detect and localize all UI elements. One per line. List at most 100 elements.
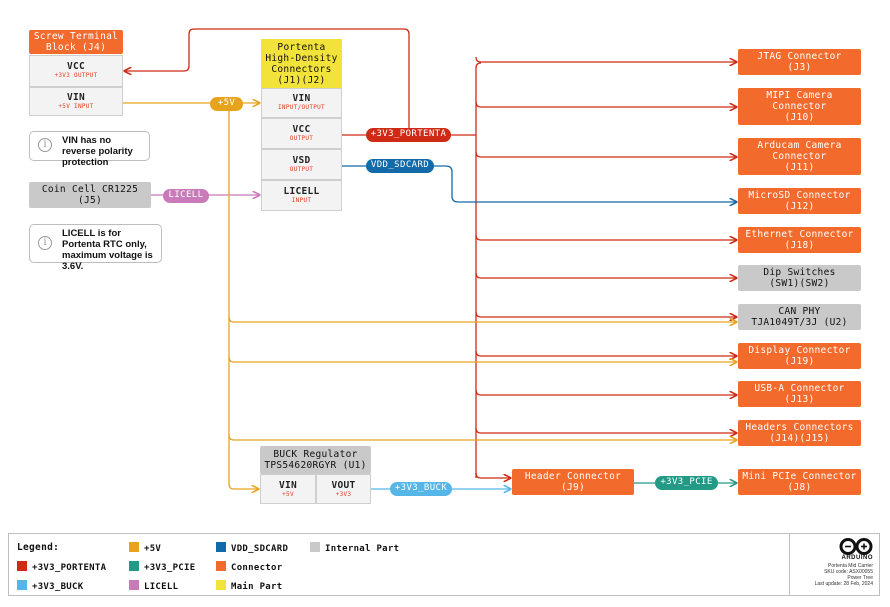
- legend: Legend: +5V VDD_SDCARD Internal Part +3V…: [8, 533, 880, 596]
- wire-5v-branch-2: [228, 434, 736, 440]
- net-label-vdd-sdcard: VDD_SDCARD: [366, 159, 434, 173]
- wire-portenta-to-header: [475, 472, 510, 478]
- wire-portenta-branch-5: [475, 311, 736, 317]
- buck-vin-sub: +5V: [282, 491, 294, 498]
- net-label-3v3-buck: +3V3_BUCK: [390, 482, 452, 496]
- wire-portenta-branch-1: [475, 101, 736, 107]
- wire-portenta-to-screw: [125, 28, 410, 136]
- microsd-ref: (J12): [784, 201, 815, 212]
- mini-pcie-ref: (J8): [787, 482, 812, 493]
- header-conn-ref: (J9): [560, 482, 586, 493]
- jtag-connector: JTAG Connector(J3): [738, 49, 861, 75]
- net-label-5v: +5V: [210, 97, 243, 111]
- portenta-connectors-title: Portenta High-Density Connectors (J1)(J2…: [261, 39, 342, 88]
- portenta-vin-sub: INPUT/OUTPUT: [278, 104, 325, 111]
- wire-portenta-branch-3: [475, 234, 736, 240]
- legend-item-main-part: Main Part: [216, 580, 282, 592]
- buck-vin-label: VIN: [278, 480, 298, 491]
- microsd-name: MicroSD Connector: [748, 190, 851, 201]
- legend-item-3v3-portenta: +3V3_PORTENTA: [17, 561, 106, 573]
- buck-vout-cell: VOUT +3V3: [316, 474, 371, 504]
- legend-item-connector: Connector: [216, 561, 282, 573]
- legend-item-licell: LICELL: [129, 580, 178, 592]
- usba-name: USB-A Connector: [754, 383, 845, 394]
- dip-ref: (SW1)(SW2): [769, 278, 830, 289]
- display-connector: Display Connector(J19): [738, 343, 861, 369]
- mipi-ref: (J10): [784, 112, 815, 123]
- wire-5v-trunk: [228, 103, 258, 489]
- arduino-logo-icon: [839, 538, 873, 555]
- screw-vcc-sub: +3V3 OUTPUT: [54, 72, 98, 79]
- screw-vcc-label: VCC: [66, 61, 86, 72]
- usba-ref: (J13): [784, 394, 815, 405]
- portenta-vin-label: VIN: [292, 93, 311, 104]
- buck-vin-cell: VIN +5V: [260, 474, 316, 504]
- buck-title: BUCK Regulator: [273, 449, 358, 460]
- headers-name: Headers Connectors: [745, 422, 854, 433]
- screw-vin-sub: +5V INPUT: [58, 103, 94, 110]
- mipi-name-2: Connector: [772, 101, 827, 112]
- microsd-connector: MicroSD Connector(J12): [738, 188, 861, 214]
- wire-portenta-branch-0: [475, 56, 736, 62]
- can-ref: TJA1049T/3J (U2): [751, 317, 848, 328]
- coin-cell-part: Coin Cell CR1225 (J5): [29, 182, 151, 208]
- arducam-name-2: Connector: [772, 151, 827, 162]
- coin-cell-title: Coin Cell CR1225: [41, 184, 139, 195]
- brand-line-1: Portenta Mid Carrier: [827, 563, 873, 569]
- coin-cell-ref: (J5): [77, 195, 103, 206]
- portenta-vsd-label: VSD: [292, 155, 311, 166]
- legend-item-3v3-pcie: +3V3_PCIE: [129, 561, 195, 573]
- net-label-3v3-pcie: +3V3_PCIE: [655, 476, 718, 490]
- headers-ref: (J14)(J15): [769, 433, 830, 444]
- portenta-vsd-cell: VSD OUTPUT: [261, 149, 342, 180]
- info-icon: i: [38, 138, 52, 152]
- portenta-licell-label: LICELL: [283, 186, 320, 197]
- legend-item-5v: +5V: [129, 542, 161, 554]
- wire-portenta-branch-2: [475, 151, 736, 157]
- net-label-3v3-portenta: +3V3_PORTENTA: [366, 128, 451, 142]
- screw-vcc-cell: VCC +3V3 OUTPUT: [29, 55, 123, 87]
- header-connector-j9: Header Connector (J9): [512, 469, 634, 495]
- portenta-licell-cell: LICELL INPUT: [261, 180, 342, 211]
- display-name: Display Connector: [748, 345, 851, 356]
- portenta-vcc-sub: OUTPUT: [289, 135, 314, 142]
- wire-portenta-branch-6: [475, 350, 736, 356]
- portenta-licell-sub: INPUT: [291, 197, 312, 204]
- can-name: CAN PHY: [778, 306, 821, 317]
- buck-vout-label: VOUT: [331, 480, 356, 491]
- portenta-vin-cell: VIN INPUT/OUTPUT: [261, 88, 342, 118]
- screw-vin-cell: VIN +5V INPUT: [29, 87, 123, 116]
- legend-item-vdd-sdcard: VDD_SDCARD: [216, 542, 288, 554]
- usb-a-connector: USB-A Connector(J13): [738, 381, 861, 407]
- mipi-name: MIPI Camera: [766, 90, 833, 101]
- arducam-ref: (J11): [784, 162, 815, 173]
- buck-vout-sub: +3V3: [335, 491, 352, 498]
- legend-item-3v3-buck: +3V3_BUCK: [17, 580, 83, 592]
- legend-item-internal-part: Internal Part: [310, 542, 399, 554]
- dip-name: Dip Switches: [763, 267, 836, 278]
- legend-title: Legend:: [17, 542, 60, 553]
- brand-line-2: SKU code: ASX00055: [824, 569, 873, 575]
- wire-sdcard: [342, 165, 736, 202]
- wire-portenta-branch-8: [475, 427, 736, 433]
- brand-line-4: Last update: 28 Feb, 2024: [814, 581, 873, 587]
- portenta-vcc-cell: VCC OUTPUT: [261, 118, 342, 149]
- arduino-wordmark: ARDUINO: [841, 555, 873, 561]
- screw-vin-label: VIN: [66, 92, 86, 103]
- wire-portenta-branch-4: [475, 272, 736, 278]
- mini-pcie-connector: Mini PCIe Connector (J8): [738, 469, 861, 495]
- ethernet-connector: Ethernet Connector(J18): [738, 227, 861, 253]
- jtag-name: JTAG Connector: [757, 51, 842, 62]
- mini-pcie-name: Mini PCIe Connector: [742, 471, 857, 482]
- wire-portenta-top: [475, 62, 482, 69]
- buck-ref: TPS54620RGYR (U1): [264, 460, 367, 471]
- buck-regulator-title: BUCK Regulator TPS54620RGYR (U1): [260, 446, 371, 474]
- brand-line-3: Power Tree: [847, 575, 873, 581]
- jtag-ref: (J3): [787, 62, 812, 73]
- wire-5v-branch-0: [228, 316, 736, 322]
